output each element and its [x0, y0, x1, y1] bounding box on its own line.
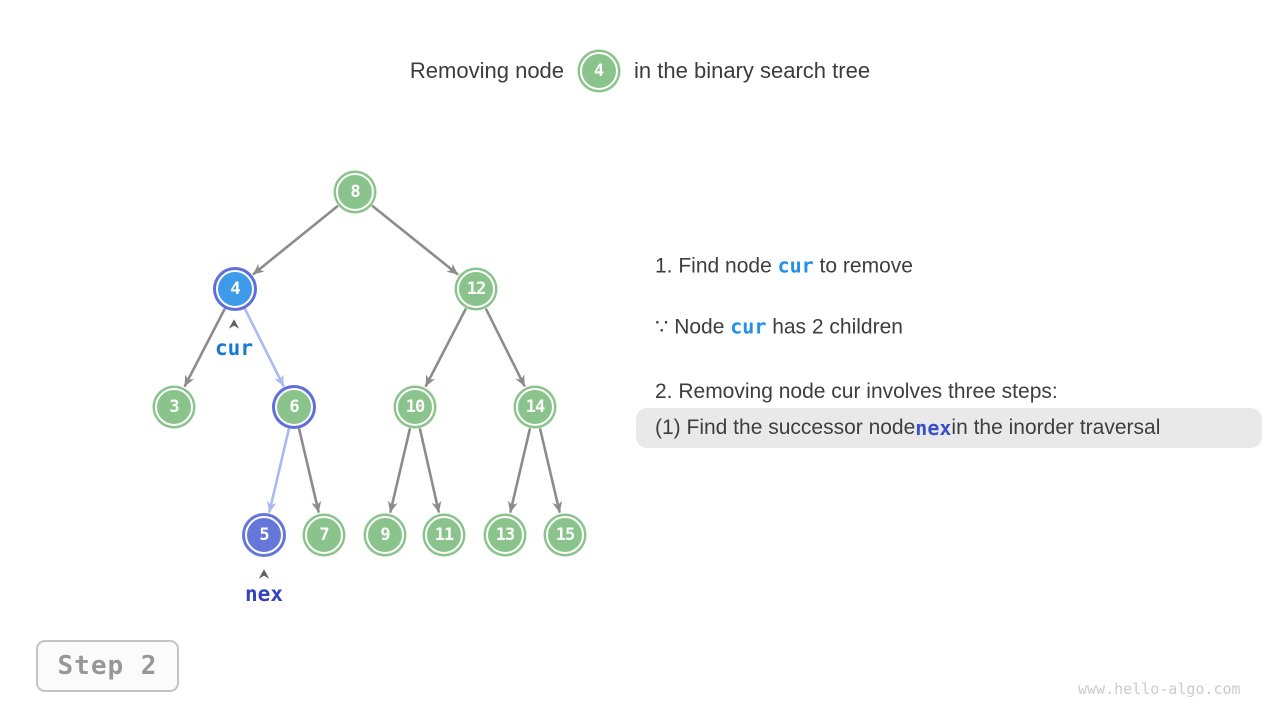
caret-up-icon [258, 569, 270, 579]
tree-node-4: 4 [216, 270, 254, 308]
title-node-value: 4 [593, 61, 605, 81]
tree-edge [371, 205, 459, 276]
tree-node-8: 8 [336, 173, 374, 211]
caret-up-icon [228, 319, 240, 329]
tree-node-label: 14 [525, 397, 546, 417]
tree-edge [424, 308, 467, 387]
line2-post: has 2 children [766, 315, 903, 339]
line1-pre: 1. Find node [655, 254, 778, 278]
line4-code-nex: nex [915, 416, 952, 440]
line2-code-cur: cur [730, 314, 767, 339]
tree-node-14: 14 [516, 388, 554, 426]
title-prefix: Removing node [409, 58, 565, 83]
tree-node-11: 11 [425, 516, 463, 554]
tree-node-15: 15 [546, 516, 584, 554]
watermark: www.hello-algo.com [1078, 680, 1241, 698]
tree-node-13: 13 [486, 516, 524, 554]
step-badge[interactable]: Step 2 [36, 640, 179, 692]
tree-node-9: 9 [366, 516, 404, 554]
tree-node-5: 5 [245, 516, 283, 554]
instruction-line-3: 2. Removing node cur involves three step… [655, 380, 1058, 404]
pointer-label-nex: nex [245, 582, 283, 606]
tree-node-label: 7 [319, 525, 329, 545]
tree-node-3: 3 [155, 388, 193, 426]
instruction-line-1: 1. Find node cur to remove [655, 254, 913, 279]
tree-edge [387, 428, 412, 513]
instruction-line-2: ∵ Node cur has 2 children [655, 315, 903, 340]
tree-node-label: 6 [289, 397, 299, 417]
tree-node-label: 4 [230, 279, 240, 299]
tree-edge [507, 428, 532, 513]
tree-edge [252, 205, 339, 276]
tree-edge [297, 428, 322, 513]
tree-edge [538, 428, 563, 513]
tree-node-7: 7 [305, 516, 343, 554]
step-badge-label: Step 2 [57, 651, 158, 681]
pointer-label-cur: cur [215, 336, 253, 360]
tree-node-10: 10 [396, 388, 434, 426]
tree-node-label: 5 [259, 525, 269, 545]
tree-node-6: 6 [275, 388, 313, 426]
line1-code-cur: cur [777, 253, 814, 278]
line2-pre: ∵ Node [655, 315, 731, 339]
tree-node-label: 12 [466, 279, 487, 299]
tree-node-label: 8 [350, 182, 360, 202]
line4-pre: (1) Find the successor node [655, 416, 916, 439]
tree-node-label: 10 [405, 397, 426, 417]
tree-node-label: 15 [555, 525, 576, 545]
tree-node-label: 3 [169, 397, 179, 417]
line4-post: in the inorder traversal [951, 416, 1161, 439]
title-suffix: in the binary search tree [634, 58, 871, 83]
tree-edge [266, 428, 291, 513]
tree-edge [418, 428, 442, 513]
title-node-circle: 4 [580, 52, 619, 90]
tree-node-12: 12 [457, 270, 495, 308]
tree-node-label: 13 [495, 525, 516, 545]
highlighted-step-box: (1) Find the successor node nex in the i… [636, 408, 1262, 448]
tree-edge [484, 308, 526, 387]
line1-post: to remove [813, 254, 913, 278]
tree-node-label: 11 [434, 525, 455, 545]
tree-node-label: 9 [380, 525, 390, 545]
line3-text: 2. Removing node cur involves three step… [655, 380, 1058, 403]
figure-title: Removing node 4 in the binary search tre… [0, 52, 1280, 90]
